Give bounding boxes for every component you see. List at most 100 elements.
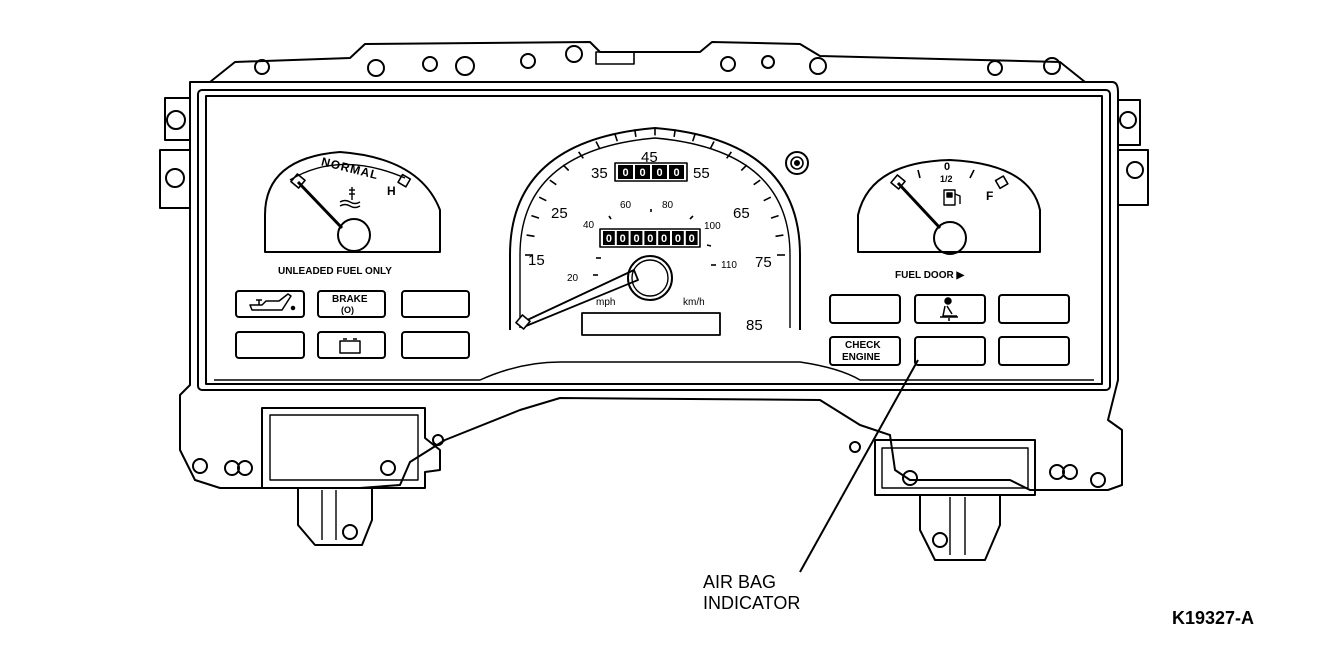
kmh-label-40: 40 xyxy=(583,220,595,231)
kmh-label-60: 60 xyxy=(620,200,632,211)
warning-light-blank-3 xyxy=(401,331,470,359)
temp-high-label: H xyxy=(387,184,396,198)
air-bag-callout-leader xyxy=(799,359,919,573)
odometer-digit: 0 xyxy=(673,167,679,179)
temp-needle xyxy=(296,180,344,230)
kmh-label-20: 20 xyxy=(567,273,579,284)
odometer-frame xyxy=(614,162,688,182)
odometer-digit-cell xyxy=(618,165,633,179)
fuel-gauge: 0 1/2 F xyxy=(857,159,1041,255)
warning-light-blank-5 xyxy=(998,294,1070,324)
air-bag-indicator-light xyxy=(914,336,986,366)
speedometer-tick xyxy=(763,196,772,202)
speedometer-tick xyxy=(614,133,619,142)
temperature-gauge: NORMAL H xyxy=(264,151,441,253)
odometer-digit: 0 xyxy=(675,233,681,245)
odometer-digit: 0 xyxy=(647,233,653,245)
speedometer-tick xyxy=(526,234,535,238)
odometer-digit: 0 xyxy=(606,233,612,245)
fuel-empty-label: 0 xyxy=(944,161,950,173)
warning-light-oil xyxy=(235,290,305,318)
odometer-digit: 0 xyxy=(656,167,662,179)
callout-line-1: AIR BAG xyxy=(703,572,776,592)
right-warning-lights: CHECK ENGINE xyxy=(829,294,1070,366)
fuel-needle-hub xyxy=(933,221,967,255)
warning-light-check-engine xyxy=(829,336,901,366)
warning-light-blank-6 xyxy=(998,336,1070,366)
odometer-digit-cell xyxy=(603,231,615,245)
kmh-label-100: 100 xyxy=(704,221,721,232)
odometer-digit-cell xyxy=(616,231,629,245)
mph-label-25: 25 xyxy=(551,205,568,222)
left-warning-lights: BRAKE (O) xyxy=(235,290,470,359)
trip-odometer-frame xyxy=(599,228,701,248)
speedometer-tick xyxy=(549,179,557,186)
odometer-digit: 0 xyxy=(661,233,667,245)
fuel-door-label: FUEL DOOR ▶ xyxy=(895,270,965,281)
fuel-half-label: 1/2 xyxy=(940,174,953,184)
speedometer-tick xyxy=(538,196,547,202)
temp-needle-hub xyxy=(337,218,371,252)
mph-label-35: 35 xyxy=(591,165,608,182)
odometer-digit-cell xyxy=(644,231,657,245)
warning-light-blank-2 xyxy=(235,331,305,359)
speedometer-tick xyxy=(633,129,637,138)
speedometer-tick xyxy=(753,179,761,186)
coolant-temperature-icon xyxy=(339,187,361,209)
warning-light-brake xyxy=(317,290,386,318)
mph-label-85: 85 xyxy=(746,317,763,334)
speedometer-tick xyxy=(740,164,748,172)
speedometer-tick xyxy=(770,214,779,219)
fuel-full-label: F xyxy=(986,189,993,203)
kmh-label-110: 110 xyxy=(721,260,737,271)
speedometer-tick xyxy=(562,164,570,172)
battery-icon xyxy=(339,338,361,354)
callout-line-2: INDICATOR xyxy=(703,593,800,613)
seatbelt-icon xyxy=(940,297,958,321)
mph-label-55: 55 xyxy=(693,165,710,182)
oil-can-icon xyxy=(249,293,296,311)
speedometer-needle xyxy=(522,269,639,327)
trip-reset-knob[interactable] xyxy=(785,151,809,175)
unit-kmh-label: km/h xyxy=(683,297,705,308)
odometer-digit: 0 xyxy=(622,167,628,179)
check-label: CHECK xyxy=(845,340,881,351)
mph-label-75: 75 xyxy=(755,254,772,271)
speedometer-tick xyxy=(673,129,677,138)
speedometer-ticks xyxy=(525,127,785,256)
speedometer-tick xyxy=(709,141,715,149)
mph-label-65: 65 xyxy=(733,205,750,222)
figure-id: K19327-A xyxy=(1172,608,1254,628)
speedometer-tick xyxy=(775,234,784,238)
warning-light-seatbelt xyxy=(914,294,986,324)
mph-label-15: 15 xyxy=(528,252,545,269)
brake-label: BRAKE xyxy=(332,294,368,305)
fuel-needle xyxy=(896,181,942,230)
mph-label-45: 45 xyxy=(641,149,658,166)
normal-label: NORMAL xyxy=(320,154,380,182)
display-window xyxy=(581,312,721,336)
warning-light-battery xyxy=(317,331,386,359)
odometer-digit-cell xyxy=(652,165,667,179)
odometer-digit-cell xyxy=(658,231,670,245)
speedometer-tick xyxy=(531,214,540,219)
unleaded-fuel-label: UNLEADED FUEL ONLY xyxy=(278,266,392,277)
odometer-digit-cell xyxy=(635,165,650,179)
speedometer-tick xyxy=(691,133,696,142)
speedometer-needle-hub xyxy=(627,255,673,301)
speedometer-tick xyxy=(726,151,733,159)
speedometer-tick xyxy=(577,151,584,159)
warning-light-blank-1 xyxy=(401,290,470,318)
odometer-digit-cell xyxy=(669,165,684,179)
speedometer-tick xyxy=(595,141,601,149)
odometer-digit-cell xyxy=(672,231,684,245)
cluster-housing xyxy=(159,41,1149,561)
odometer-digit-cell xyxy=(630,231,643,245)
brake-symbol: (O) xyxy=(341,305,354,315)
kmh-label-80: 80 xyxy=(662,200,674,211)
fuel-pump-icon xyxy=(943,189,961,206)
